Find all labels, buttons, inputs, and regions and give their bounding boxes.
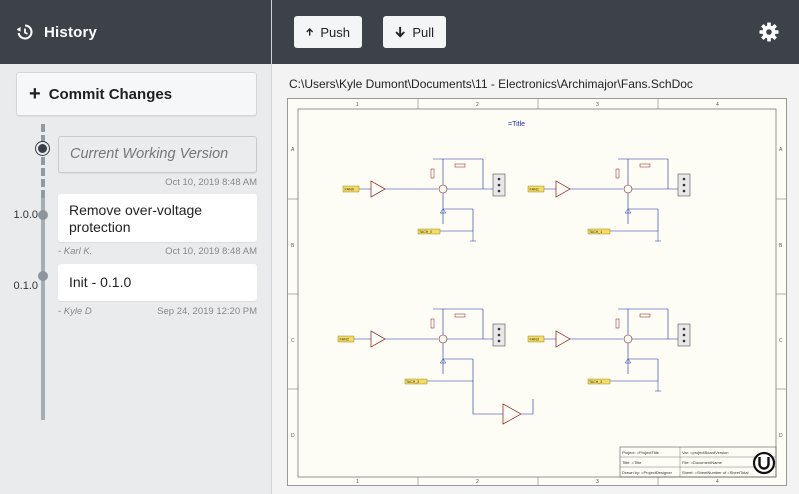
- push-label: Push: [320, 24, 350, 40]
- entry-date: Oct 10, 2019 8:48 AM: [165, 177, 257, 188]
- title-block-project: Project: =ProjectTitle: [622, 450, 660, 455]
- title-block-variant: Var: =projectBoardVersion: [682, 450, 729, 455]
- gear-icon[interactable]: [759, 22, 779, 42]
- entry-date: Sep 24, 2019 12:20 PM: [157, 306, 257, 317]
- fan-circuit-2: FAN1 TACH_1: [527, 158, 691, 242]
- border-col: 1: [356, 479, 359, 485]
- push-button[interactable]: Push: [294, 16, 362, 48]
- history-entry[interactable]: Init - 0.1.0: [58, 264, 257, 301]
- pull-label: Pull: [412, 24, 434, 40]
- border-row: A: [779, 147, 783, 153]
- version-tag: 1.0.0: [13, 209, 38, 221]
- entry-author: - Kyle D: [58, 306, 92, 317]
- fan-circuit-4: FAN3 TACH_3: [527, 308, 691, 392]
- timeline-node-current: [36, 142, 49, 155]
- top-toolbar: Push Pull: [272, 0, 799, 64]
- entry-title: Remove over-voltage protection: [69, 202, 203, 235]
- entry-title: Init - 0.1.0: [69, 274, 132, 290]
- border-col: 4: [716, 479, 719, 485]
- timeline-node: [38, 271, 48, 281]
- border-col: 4: [716, 102, 719, 108]
- title-block-sheet: Sheet: =SheetNumber of =SheetTotal: [682, 470, 749, 475]
- pull-button[interactable]: Pull: [383, 16, 446, 48]
- entry-meta: Oct 10, 2019 8:48 AM: [58, 177, 257, 188]
- title-block-file: File: =DocumentName: [682, 460, 723, 465]
- entry-meta: - Kyle D Sep 24, 2019 12:20 PM: [58, 306, 257, 317]
- border-col: 3: [596, 479, 599, 485]
- title-block-title: Title: =Title: [622, 460, 642, 465]
- net-label: TACH_3: [589, 380, 602, 384]
- net-label: FAN3: [530, 338, 540, 342]
- net-label: FAN2: [340, 338, 350, 342]
- entry-meta: - Karl K. Oct 10, 2019 8:48 AM: [58, 246, 257, 257]
- border-col: 2: [476, 102, 479, 108]
- fan-circuit-3: FAN2 TACH_2: [337, 308, 534, 425]
- net-label: TACH_0: [419, 230, 432, 234]
- history-timeline: Current Working Version Oct 10, 2019 8:4…: [0, 124, 272, 494]
- net-label: FAN1: [530, 188, 540, 192]
- history-icon: [16, 23, 34, 41]
- net-label: TACH_1: [589, 230, 602, 234]
- border-row: B: [291, 243, 295, 249]
- net-label: TACH_2: [406, 380, 419, 384]
- history-entry[interactable]: Remove over-voltage protection: [58, 194, 257, 242]
- title-block: Project: =ProjectTitle Var: =projectBoar…: [619, 446, 777, 478]
- border-row: C: [291, 338, 295, 344]
- border-row: B: [779, 243, 783, 249]
- commit-changes-button[interactable]: + Commit Changes: [16, 72, 257, 116]
- fan-circuit-1: FAN0 TACH_0: [342, 158, 506, 242]
- timeline-line: [41, 198, 45, 420]
- border-row: C: [779, 338, 783, 344]
- history-sidebar: History + Commit Changes Current Working…: [0, 0, 272, 494]
- border-col: 3: [596, 102, 599, 108]
- entry-author: - Karl K.: [58, 246, 93, 257]
- sidebar-title: History: [44, 23, 98, 41]
- sheet-title: =Title: [508, 121, 525, 128]
- title-block-drawn-by: Drawn by: =ProjectDesigner: [622, 470, 673, 475]
- net-label: FAN0: [345, 188, 355, 192]
- sidebar-header: History: [0, 0, 271, 64]
- arrow-up-icon: [306, 27, 314, 36]
- document-path: C:\Users\Kyle Dumont\Documents\11 - Elec…: [289, 77, 693, 91]
- border-row: D: [779, 433, 783, 439]
- border-col: 1: [356, 102, 359, 108]
- logo-icon: [752, 451, 776, 475]
- plus-icon: +: [29, 83, 41, 105]
- border-col: 2: [476, 479, 479, 485]
- schematic-drawing: 1 2 3 4 1 2 3 4 A B C D A B C D =Title: [288, 99, 786, 485]
- history-entry-current[interactable]: Current Working Version: [58, 136, 257, 173]
- schematic-sheet[interactable]: 1 2 3 4 1 2 3 4 A B C D A B C D =Title: [287, 98, 787, 486]
- version-tag: 0.1.0: [13, 280, 38, 292]
- timeline-node: [38, 210, 48, 220]
- commit-changes-label: Commit Changes: [48, 85, 173, 103]
- timeline-dashed-line: [41, 124, 45, 198]
- entry-title: Current Working Version: [70, 146, 229, 162]
- border-row: D: [291, 433, 295, 439]
- border-row: A: [291, 147, 295, 153]
- arrow-down-icon: [395, 26, 405, 38]
- entry-date: Oct 10, 2019 8:48 AM: [165, 246, 257, 257]
